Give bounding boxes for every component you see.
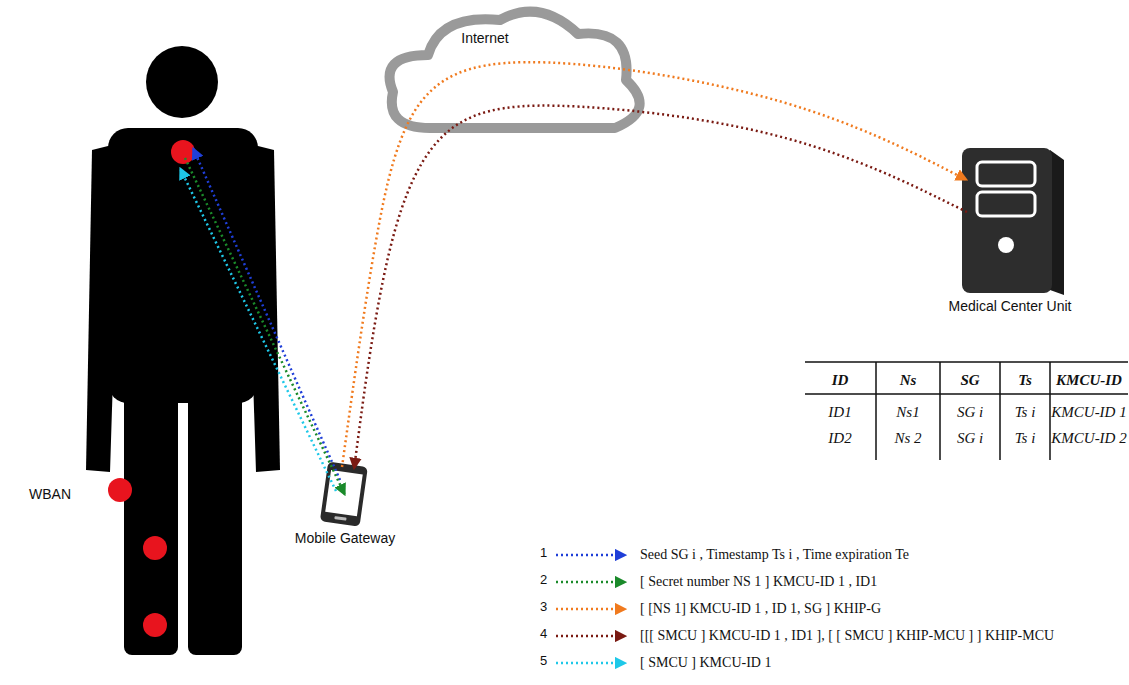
table-cell: Ns1 [896, 404, 919, 421]
callout-number: 2 [540, 573, 547, 587]
table-cell: KMCU-ID [1056, 372, 1122, 389]
gateway-node: Mobile Gateway [290, 455, 400, 580]
table-cell: KMCU-ID 1 [1051, 404, 1126, 421]
table-cell: SG i [957, 430, 983, 447]
cloud-node: Internet [385, 8, 650, 133]
table-cell: ID2 [828, 430, 851, 447]
legend-sample [556, 662, 626, 665]
table-cell: Ns 2 [894, 430, 921, 447]
message-arrow [193, 148, 340, 480]
legend-sample [556, 635, 626, 638]
message-arrow [342, 62, 967, 467]
cloud-icon [390, 12, 640, 128]
legend-sample [556, 581, 626, 584]
server-icon [962, 148, 1064, 295]
callout-number: 3 [540, 600, 547, 614]
server-node: Medical Center Unit [945, 140, 1075, 345]
message-arrow [354, 106, 967, 469]
table-cell: ID1 [828, 404, 851, 421]
node-label: Medical Center Unit [945, 298, 1075, 315]
table-cell: ID [832, 372, 849, 389]
legend-label: [ Secret number NS 1 ] KMCU-ID 1 , ID1 [640, 574, 877, 589]
table-cell: Ts i [1015, 430, 1036, 447]
legend-sample [556, 608, 626, 611]
legend-label: Seed SG i , Timestamp Ts i , Time expira… [640, 547, 909, 562]
table-cell: Ts [1018, 372, 1032, 389]
legend-sample [556, 554, 626, 557]
table-cell: SG [960, 372, 979, 389]
table-rules [805, 362, 1128, 460]
message-arrow [180, 168, 336, 491]
legend-label: [ [NS 1] KMCU-ID 1 , ID 1, SG ] KHIP-G [640, 601, 881, 616]
table-cell: Ts i [1015, 404, 1036, 421]
body-node: WBAN [20, 40, 285, 660]
callout-number: 1 [540, 546, 547, 560]
node-label: Mobile Gateway [290, 530, 400, 547]
legend-label: [[[ SMCU ] KMCU-ID 1 , ID1 ], [ [ SMCU ]… [640, 628, 1054, 643]
callout-number: 4 [540, 627, 547, 641]
message-arrow [185, 158, 345, 495]
table-cell: SG i [957, 404, 983, 421]
human-figure [86, 46, 280, 655]
node-label: WBAN [20, 486, 80, 503]
table-cell: Ns [900, 372, 917, 389]
legend-label: [ SMCU ] KMCU-ID 1 [640, 655, 771, 670]
callout-number: 5 [540, 654, 547, 668]
node-label: Internet [445, 30, 525, 47]
table-cell: KMCU-ID 2 [1051, 430, 1126, 447]
